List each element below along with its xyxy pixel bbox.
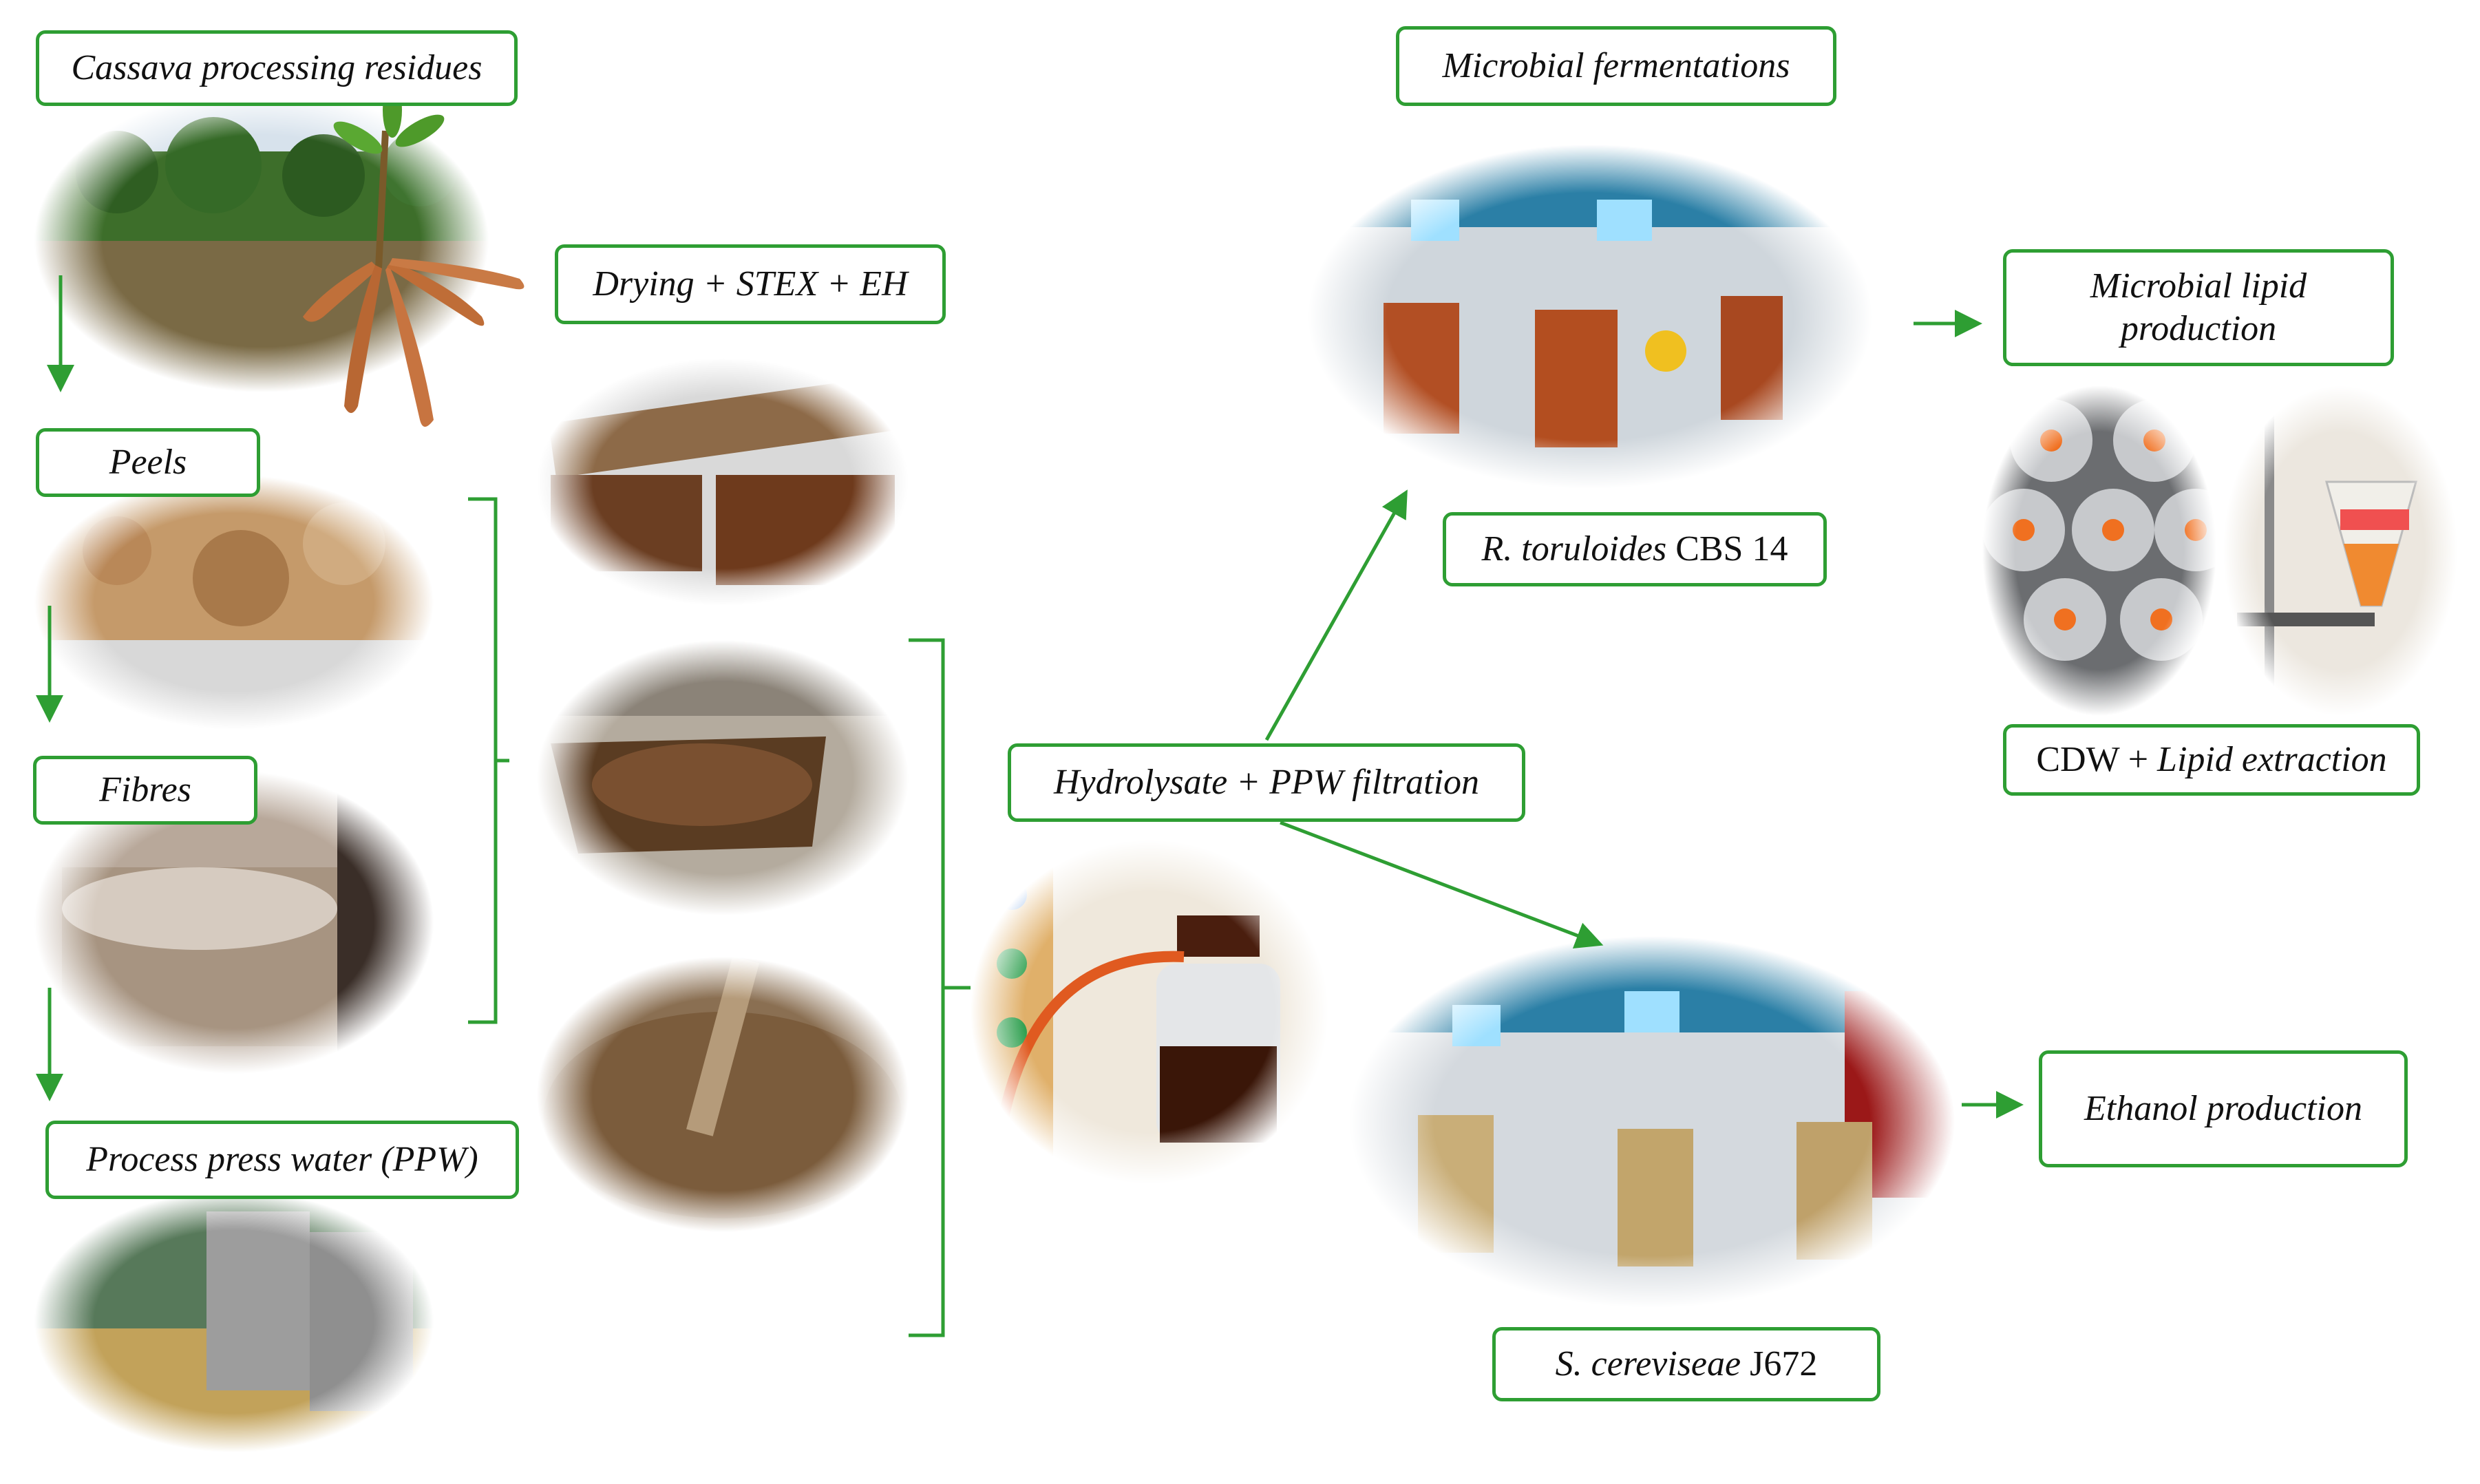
- enzymatic-hydrolysis-photo: [537, 957, 909, 1232]
- arrow-to-rt-fermentation: [1264, 489, 1408, 741]
- drying-photo: [537, 358, 909, 606]
- label-lipid-line2: production: [2120, 309, 2277, 348]
- label-peels-text: Peels: [109, 442, 187, 482]
- label-cdw-plain: CDW +: [2036, 739, 2158, 779]
- separatory-funnel-photo: [2223, 385, 2457, 716]
- label-cdw-lipid-extraction: CDW + Lipid extraction: [2003, 724, 2420, 796]
- label-s-cereviseae: S. cereviseae J672: [1492, 1327, 1880, 1401]
- bracket-residues: [468, 497, 498, 1024]
- lipid-plates-photo: [1982, 385, 2216, 716]
- label-fibres-text: Fibres: [99, 770, 191, 809]
- label-cdw-italic: Lipid extraction: [2157, 739, 2387, 779]
- label-sc-species: S. cereviseae: [1555, 1344, 1741, 1384]
- label-lipid-line1: Microbial lipid: [2090, 266, 2307, 306]
- sc-bioreactors-photo: [1349, 936, 1955, 1308]
- label-rt-strain: CBS 14: [1666, 529, 1788, 569]
- label-hydrolysate-filtration: Hydrolysate + PPW filtration: [1008, 743, 1525, 822]
- cassava-root-illustration: [303, 89, 524, 427]
- label-process-press-water: Process press water (PPW): [45, 1121, 519, 1199]
- label-rt-species: R. toruloides: [1481, 529, 1667, 569]
- label-peels: Peels: [36, 428, 260, 497]
- label-microbial-lipid-production: Microbial lipid production: [2003, 249, 2394, 366]
- press-water-photo: [34, 1191, 434, 1452]
- steam-explosion-photo: [537, 640, 909, 915]
- label-fibres: Fibres: [33, 756, 257, 825]
- label-r-toruloides: R. toruloides CBS 14: [1443, 512, 1827, 586]
- label-cassava-text: Cassava processing residues: [71, 47, 483, 87]
- label-sc-strain: J672: [1741, 1344, 1818, 1384]
- rt-bioreactors-photo: [1308, 145, 1872, 489]
- filtration-photo: [971, 840, 1328, 1184]
- cassava-field-photo: [34, 89, 530, 447]
- label-ppw-text: Process press water (PPW): [86, 1139, 478, 1179]
- arrow-to-sc-fermentation: [1280, 820, 1604, 949]
- label-drying-stex-eh: Drying + STEX + EH: [555, 244, 946, 324]
- label-microbial-fermentations: Microbial fermentations: [1396, 26, 1836, 106]
- peels-photo: [34, 475, 434, 730]
- label-fermentations-text: Microbial fermentations: [1442, 45, 1790, 85]
- label-drying-text: Drying + STEX + EH: [593, 264, 908, 304]
- label-ethanol-text: Ethanol production: [2084, 1088, 2362, 1128]
- bracket-pretreatment: [909, 638, 945, 1337]
- label-cassava-residues: Cassava processing residues: [36, 30, 518, 106]
- label-hydrolysate-text: Hydrolysate + PPW filtration: [1053, 762, 1480, 802]
- label-ethanol-production: Ethanol production: [2039, 1050, 2408, 1167]
